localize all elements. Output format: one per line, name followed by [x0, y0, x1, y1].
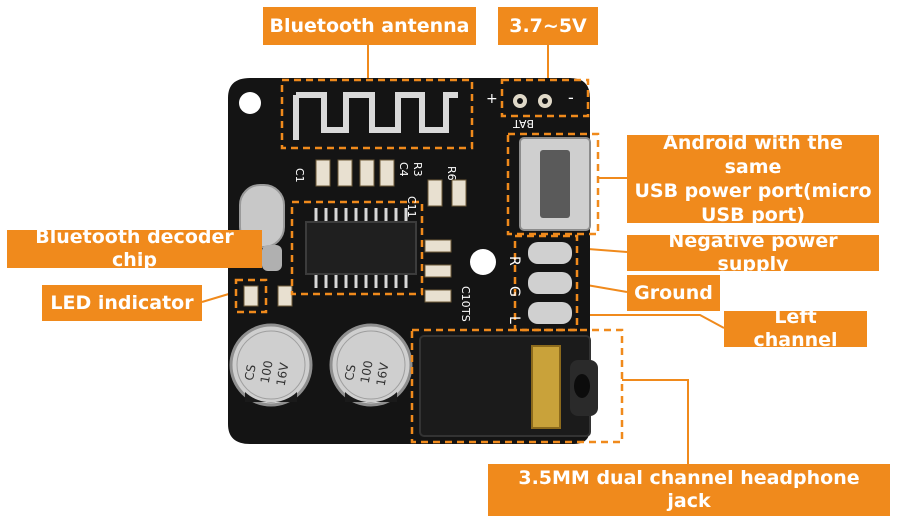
silk-c4: C4	[397, 162, 410, 177]
capacitor-1-label: CS 100 16V	[242, 359, 292, 387]
callout-negative-power: Negative power supply	[627, 230, 879, 275]
silk-ts: TS	[459, 307, 472, 322]
svg-text:CS: CS	[242, 363, 259, 381]
svg-text:100: 100	[358, 359, 376, 384]
callout-headphone-jack: 3.5MM dual channel headphone jack	[488, 464, 890, 516]
usb-highlight	[506, 132, 600, 236]
callout-decoder-chip: Bluetooth decoder chip	[7, 226, 262, 271]
pin-g	[528, 272, 572, 294]
antenna-trace	[293, 92, 458, 140]
silk-r6: R6	[445, 166, 458, 181]
callout-voltage: 3.7~5V	[498, 7, 598, 45]
callout-usb-port: Android with the same USB power port(mic…	[627, 132, 879, 226]
output-pins	[528, 242, 572, 324]
callout-led-indicator: LED indicator	[42, 285, 202, 321]
silk-r3: R3	[411, 162, 424, 177]
mounting-hole	[470, 249, 496, 275]
usb-opening	[540, 150, 570, 218]
silk-g: G	[506, 286, 522, 297]
antenna-highlight	[280, 78, 474, 150]
pin-l	[528, 302, 572, 324]
svg-text:16V: 16V	[374, 361, 392, 387]
svg-text:16V: 16V	[274, 361, 292, 387]
smd-components	[243, 159, 467, 307]
capacitor-1	[229, 323, 313, 407]
voltage-highlight	[500, 78, 590, 118]
silk-plus: +	[486, 91, 498, 107]
left-leader	[580, 314, 725, 329]
svg-text:100: 100	[258, 359, 276, 384]
svg-text:CS: CS	[342, 363, 359, 381]
led-highlight	[234, 278, 268, 314]
silk-c11: C11	[405, 196, 418, 218]
chip-highlight	[290, 200, 424, 296]
silk-minus: -	[568, 88, 574, 107]
jack-highlight	[410, 328, 624, 444]
capacitor-2	[329, 323, 413, 407]
decoder-chip	[305, 208, 417, 288]
highlight-boxes	[234, 78, 624, 444]
callout-left-channel: Left channel	[724, 306, 867, 351]
mounting-hole	[239, 92, 261, 114]
callout-ground: Ground	[627, 275, 720, 311]
silk-r: R	[506, 256, 522, 266]
silk-l: L	[506, 316, 522, 324]
silk-bat: BAT	[513, 117, 534, 130]
headphone-jack	[419, 335, 598, 437]
callout-bluetooth-antenna: Bluetooth antenna	[263, 7, 476, 45]
jack-leader	[622, 379, 689, 464]
silk-c10: C10	[459, 286, 472, 308]
pin-r	[528, 242, 572, 264]
silk-c1: C1	[293, 168, 306, 183]
capacitor-2-label: CS 100 16V	[342, 359, 392, 387]
